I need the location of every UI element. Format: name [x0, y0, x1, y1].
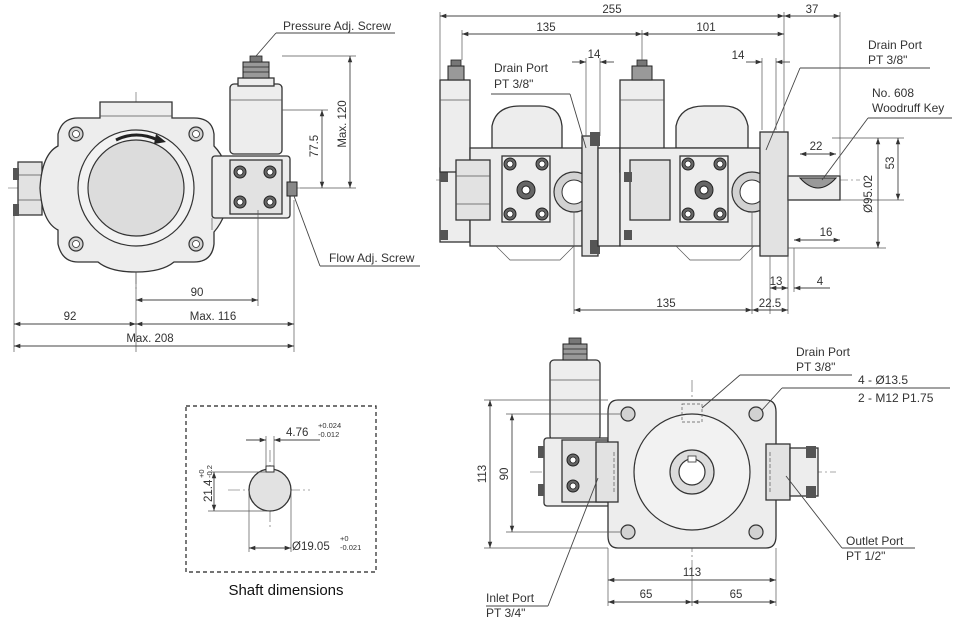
key-tol-lower: -0.012	[318, 430, 339, 439]
shaft-diameter: Ø19.05	[292, 541, 330, 553]
side-view-dimensions: 255 37 135 101 14 14 22 53 Ø95.02	[439, 4, 904, 314]
dia-tol-upper: +0	[340, 534, 349, 543]
dim-max-116: Max. 116	[190, 311, 236, 323]
dia-tol-lower: -0.021	[340, 543, 361, 552]
side-view	[436, 59, 860, 261]
front-view-dimensions: Max. 120 77.5 90 92 Max. 116 Max. 208	[13, 55, 356, 352]
drain-port-mid-size: PT 3/8"	[868, 53, 907, 67]
flow-adj-label: Flow Adj. Screw	[329, 251, 415, 265]
shaft-detail-frame	[185, 405, 377, 573]
dim-22-5: 22.5	[759, 298, 781, 310]
holes-size-label: 4 - Ø13.5	[858, 373, 908, 387]
dim-77-5: 77.5	[309, 135, 321, 157]
key-tol-upper: +0.024	[318, 421, 341, 430]
dim-22: 22	[810, 141, 823, 153]
outlet-port-callout: Outlet Port PT 1/2"	[785, 475, 915, 563]
dim-65-right: 65	[730, 589, 743, 601]
dim-255: 255	[602, 4, 621, 16]
drain-port-side-label: Drain Port	[494, 61, 549, 75]
dim-101: 101	[696, 22, 715, 34]
dim-4: 4	[817, 276, 824, 288]
drain-port-side-size: PT 3/8"	[494, 77, 533, 91]
inlet-port-callout: Inlet Port PT 3/4"	[486, 477, 599, 620]
holes-callout: 4 - Ø13.5 2 - M12 P1.75	[761, 373, 950, 411]
front-view	[8, 55, 300, 290]
shaft-dimensions-view: 4.76 +0.024 -0.012 21.4 +0 -0.2 Ø19.05 +…	[185, 405, 377, 599]
inlet-port-label: Inlet Port	[486, 591, 535, 605]
height-tol-lower: -0.2	[205, 465, 214, 478]
holes-thread-label: 2 - M12 P1.75	[858, 391, 934, 405]
dim-90: 90	[191, 287, 204, 299]
shaft-dimensions-caption: Shaft dimensions	[228, 582, 343, 599]
pressure-adj-label: Pressure Adj. Screw	[283, 19, 391, 33]
dim-135-bottom: 135	[656, 298, 675, 310]
dim-14-b: 14	[732, 50, 745, 62]
drain-port-side-callout: Drain Port PT 3/8"	[491, 61, 587, 149]
inlet-port-size: PT 3/4"	[486, 606, 525, 620]
dim-135-top: 135	[536, 22, 555, 34]
drain-port-mid-callout: Drain Port PT 3/8"	[765, 38, 930, 151]
dim-16: 16	[820, 227, 833, 239]
woodruff-key-callout: No. 608 Woodruff Key	[821, 86, 952, 181]
drain-port-bottom-size: PT 3/8"	[796, 360, 835, 374]
dim-92: 92	[64, 311, 77, 323]
woodruff-key-type: Woodruff Key	[872, 101, 944, 115]
flow-adj-callout: Flow Adj. Screw	[293, 195, 420, 267]
drain-port-bottom-label: Drain Port	[796, 345, 851, 359]
dim-53: 53	[885, 157, 897, 170]
drain-port-bottom-callout: Drain Port PT 3/8"	[701, 345, 852, 409]
height-tol-upper: +0	[197, 469, 206, 478]
woodruff-key-label: No. 608	[872, 86, 914, 100]
dim-90-vertical: 90	[499, 468, 511, 481]
shaft-key-width: 4.76	[286, 427, 308, 439]
dim-113-vertical: 113	[477, 465, 489, 483]
dim-37: 37	[806, 4, 819, 16]
dim-113-horizontal: 113	[683, 567, 701, 579]
dim-13: 13	[770, 276, 783, 288]
dim-max-208: Max. 208	[126, 333, 173, 345]
pressure-adj-callout: Pressure Adj. Screw	[255, 19, 395, 57]
shaft-key-height: 21.4	[203, 479, 215, 502]
outlet-port-label: Outlet Port	[846, 534, 904, 548]
rear-view	[530, 337, 836, 575]
dim-65-left: 65	[640, 589, 653, 601]
drain-port-mid-label: Drain Port	[868, 38, 923, 52]
rear-view-dimensions: 113 90 113 65 65	[477, 399, 777, 606]
dim-14-a: 14	[588, 49, 601, 61]
dim-max-120: Max. 120	[337, 100, 349, 147]
outlet-port-size: PT 1/2"	[846, 549, 885, 563]
dim-95-02: Ø95.02	[863, 175, 875, 213]
